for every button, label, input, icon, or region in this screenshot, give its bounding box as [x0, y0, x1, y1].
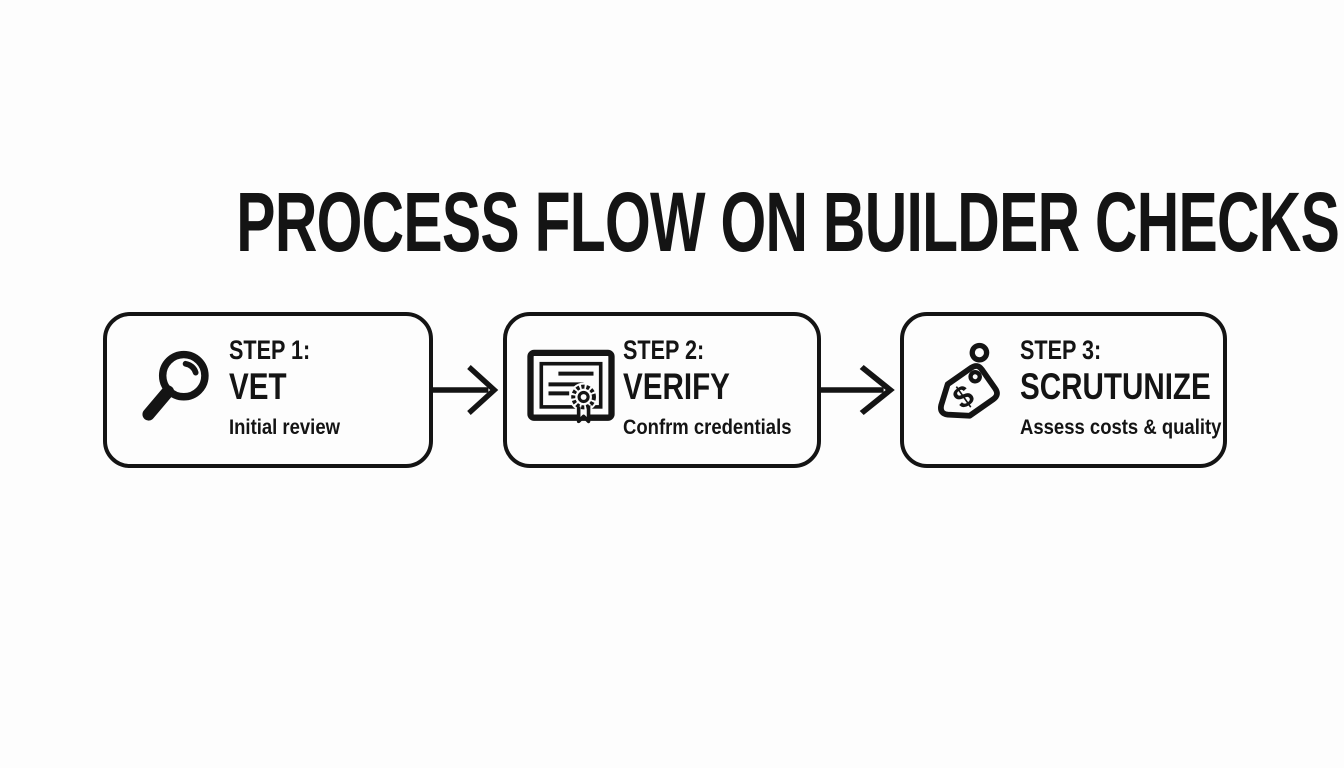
step1-icon-zone: [107, 342, 229, 439]
step1-description-text: Initial review: [229, 415, 340, 440]
arrow-right-icon: [820, 362, 899, 418]
page-title: PROCESS FLOW ON BUILDER CHECKS: [0, 180, 1344, 264]
step3-label-text: STEP 3:: [1020, 335, 1102, 366]
step-card-scrutunize: $ STEP 3: SCRUTUNIZE Assess costs & qual…: [900, 312, 1227, 468]
step2-description-text: Confrm credentials: [623, 415, 792, 440]
page-title-text: PROCESS FLOW ON BUILDER CHECKS: [236, 175, 1340, 270]
step3-description-text: Assess costs & quality: [1020, 415, 1222, 440]
step2-icon-zone: [507, 349, 623, 432]
certificate-icon: [526, 349, 616, 432]
step-card-verify: STEP 2: VERIFY Confrm credentials: [503, 312, 821, 468]
arrow-right-icon: [432, 362, 502, 418]
step3-name: SCRUTUNIZE: [1020, 366, 1258, 407]
magnifying-glass-icon: [131, 342, 219, 439]
step3-label: STEP 3:: [1020, 335, 1258, 366]
step3-name-text: SCRUTUNIZE: [1020, 365, 1211, 407]
step2-label: STEP 2:: [623, 335, 819, 366]
step1-name-text: VET: [229, 365, 287, 407]
step2-text: STEP 2: VERIFY Confrm credentials: [623, 335, 819, 440]
step2-label-text: STEP 2:: [623, 335, 705, 366]
step2-name-text: VERIFY: [623, 365, 730, 407]
step3-description: Assess costs & quality: [1020, 416, 1258, 440]
step1-label: STEP 1:: [229, 335, 358, 366]
step3-icon-zone: $: [904, 338, 1020, 443]
step1-label-text: STEP 1:: [229, 335, 311, 366]
step2-name: VERIFY: [623, 366, 819, 407]
price-tag-icon: $: [919, 338, 1015, 443]
step3-text: STEP 3: SCRUTUNIZE Assess costs & qualit…: [1020, 335, 1258, 440]
step1-description: Initial review: [229, 416, 358, 440]
step1-text: STEP 1: VET Initial review: [229, 335, 358, 440]
step-card-vet: STEP 1: VET Initial review: [103, 312, 433, 468]
step1-name: VET: [229, 366, 358, 407]
step2-description: Confrm credentials: [623, 416, 819, 440]
